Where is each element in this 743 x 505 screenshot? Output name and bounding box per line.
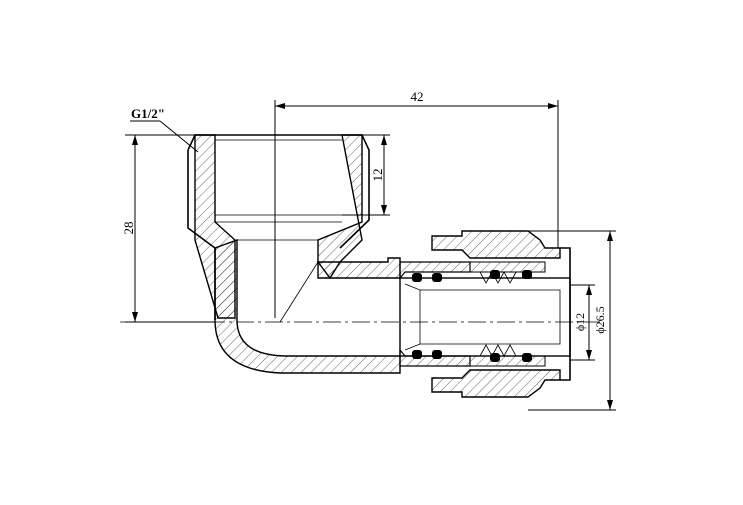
dimension-thread-depth: 12 [342, 134, 390, 216]
drill-cone [279, 240, 319, 323]
thread-callout: G1/2" [130, 106, 199, 153]
width-label: 42 [411, 89, 424, 104]
sleeve-top [399, 261, 471, 280]
thread-label: G1/2" [131, 106, 165, 121]
o-ring-top-1 [412, 273, 422, 282]
socket-outline [187, 134, 370, 249]
o-ring-bottom-1 [412, 350, 422, 359]
nut-bottom [431, 369, 561, 398]
dimension-pipe-diameter: ϕ12 [570, 284, 595, 361]
branch-wall-top [316, 257, 401, 279]
bend-wall [214, 239, 401, 374]
o-ring-bottom-4 [522, 353, 532, 362]
clamp-ring-bottom [469, 355, 546, 367]
height-label: 28 [121, 222, 136, 235]
nut-top [431, 230, 561, 259]
o-ring-top-2 [432, 273, 442, 282]
o-ring-top-4 [522, 270, 532, 279]
dimension-width: 42 [274, 89, 559, 318]
nut-end-face [560, 247, 571, 381]
elbow-body [187, 134, 401, 374]
thread-depth-label: 12 [370, 169, 385, 182]
outer-diameter-label: ϕ26.5 [593, 306, 607, 333]
o-ring-bottom-2 [432, 350, 442, 359]
socket-wall-right [317, 134, 363, 279]
clamp-ring-top [469, 261, 546, 273]
dimension-outer-diameter: ϕ26.5 [528, 230, 616, 411]
compression-fitting [399, 230, 571, 398]
teeth-bottom [479, 344, 517, 357]
dimension-height: 28 [121, 134, 215, 323]
insert-bore [404, 283, 561, 351]
pipe-diameter-label: ϕ12 [573, 313, 587, 331]
teeth-top [479, 271, 517, 284]
